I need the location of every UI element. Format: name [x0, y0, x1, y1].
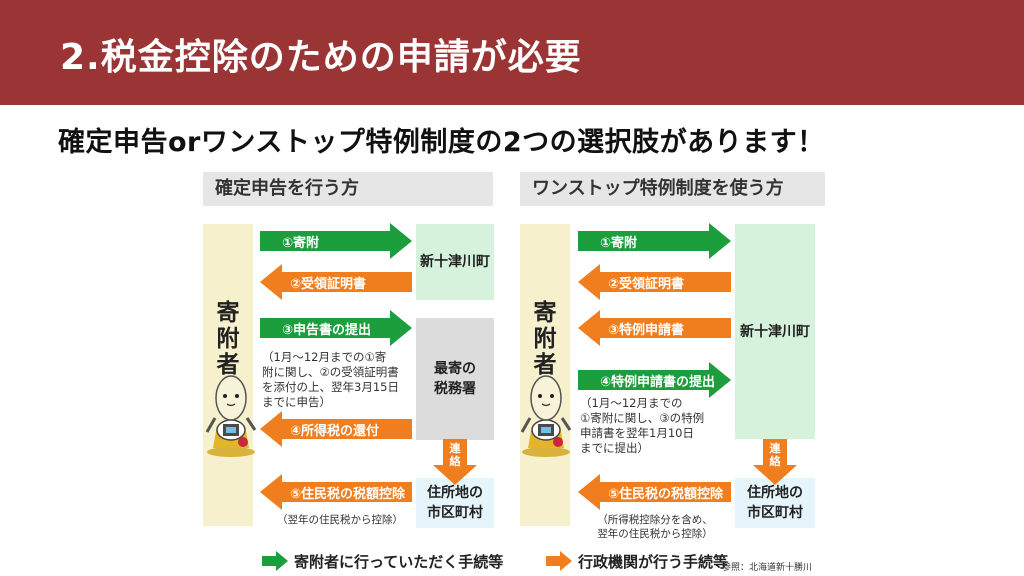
left-contact-arrow: 連絡: [431, 439, 479, 485]
left-local-government-box: 住所地の市区町村: [416, 478, 494, 528]
left-panel-title: 確定申告を行う方: [203, 172, 493, 206]
left-arrow-receipt: ②受領証明書: [260, 264, 412, 300]
right-local-government-box: 住所地の市区町村: [735, 478, 815, 528]
page-subtitle: 確定申告orワンストップ特例制度の2つの選択肢があります！: [58, 127, 825, 158]
left-arrow-donation: ①寄附: [260, 223, 412, 259]
right-donor-label: 寄附者: [533, 300, 557, 378]
right-arrow-deduction: ⑤住民税の税額控除: [578, 474, 731, 510]
left-tax-office-box: 最寄の税務署: [416, 318, 494, 440]
left-mascot-icon: [205, 375, 257, 457]
left-filing-note: （1月～12月までの①寄 附に関し、②の受領証明書 を添付の上、翌年3月15日 …: [262, 350, 399, 409]
legend-orange: 行政機関が行う手続等: [546, 548, 728, 574]
source-credit: 参照：北海道新十勝川: [722, 563, 813, 573]
green-arrow-icon: [262, 551, 288, 571]
right-town-box: 新十津川町: [735, 224, 815, 439]
right-donor-column: [520, 224, 570, 526]
right-arrow-receipt: ②受領証明書: [578, 264, 731, 300]
right-deduction-note: （所得税控除分を含め、 翌年の住民税から控除）: [597, 514, 713, 540]
right-mascot-icon: [520, 375, 572, 457]
right-submit-note: （1月～12月までの ①寄附に関し、③の特例 申請書を翌年1月10日 までに提出…: [580, 396, 705, 455]
right-panel-title: ワンストップ特例制度を使う方: [520, 172, 825, 206]
left-arrow-filing: ③申告書の提出: [260, 310, 412, 346]
left-deduction-note: （翌年の住民税から控除）: [277, 514, 403, 526]
header-bar: 2.税金控除のための申請が必要: [0, 0, 1024, 105]
left-arrow-refund: ④所得税の還付: [260, 411, 412, 447]
left-town-box: 新十津川町: [416, 224, 494, 300]
right-arrow-application-form: ③特例申請書: [578, 310, 731, 346]
right-arrow-donation: ①寄附: [578, 223, 731, 259]
left-donor-label: 寄附者: [216, 300, 240, 378]
orange-arrow-icon: [546, 551, 572, 571]
left-donor-column: [203, 224, 253, 526]
page-title: 2.税金控除のための申請が必要: [60, 37, 582, 78]
legend-green: 寄附者に行っていただく手続等: [262, 548, 503, 574]
left-arrow-deduction: ⑤住民税の税額控除: [260, 474, 412, 510]
right-arrow-application-submit: ④特例申請書の提出: [578, 362, 731, 398]
right-contact-arrow: 連絡: [751, 439, 799, 485]
